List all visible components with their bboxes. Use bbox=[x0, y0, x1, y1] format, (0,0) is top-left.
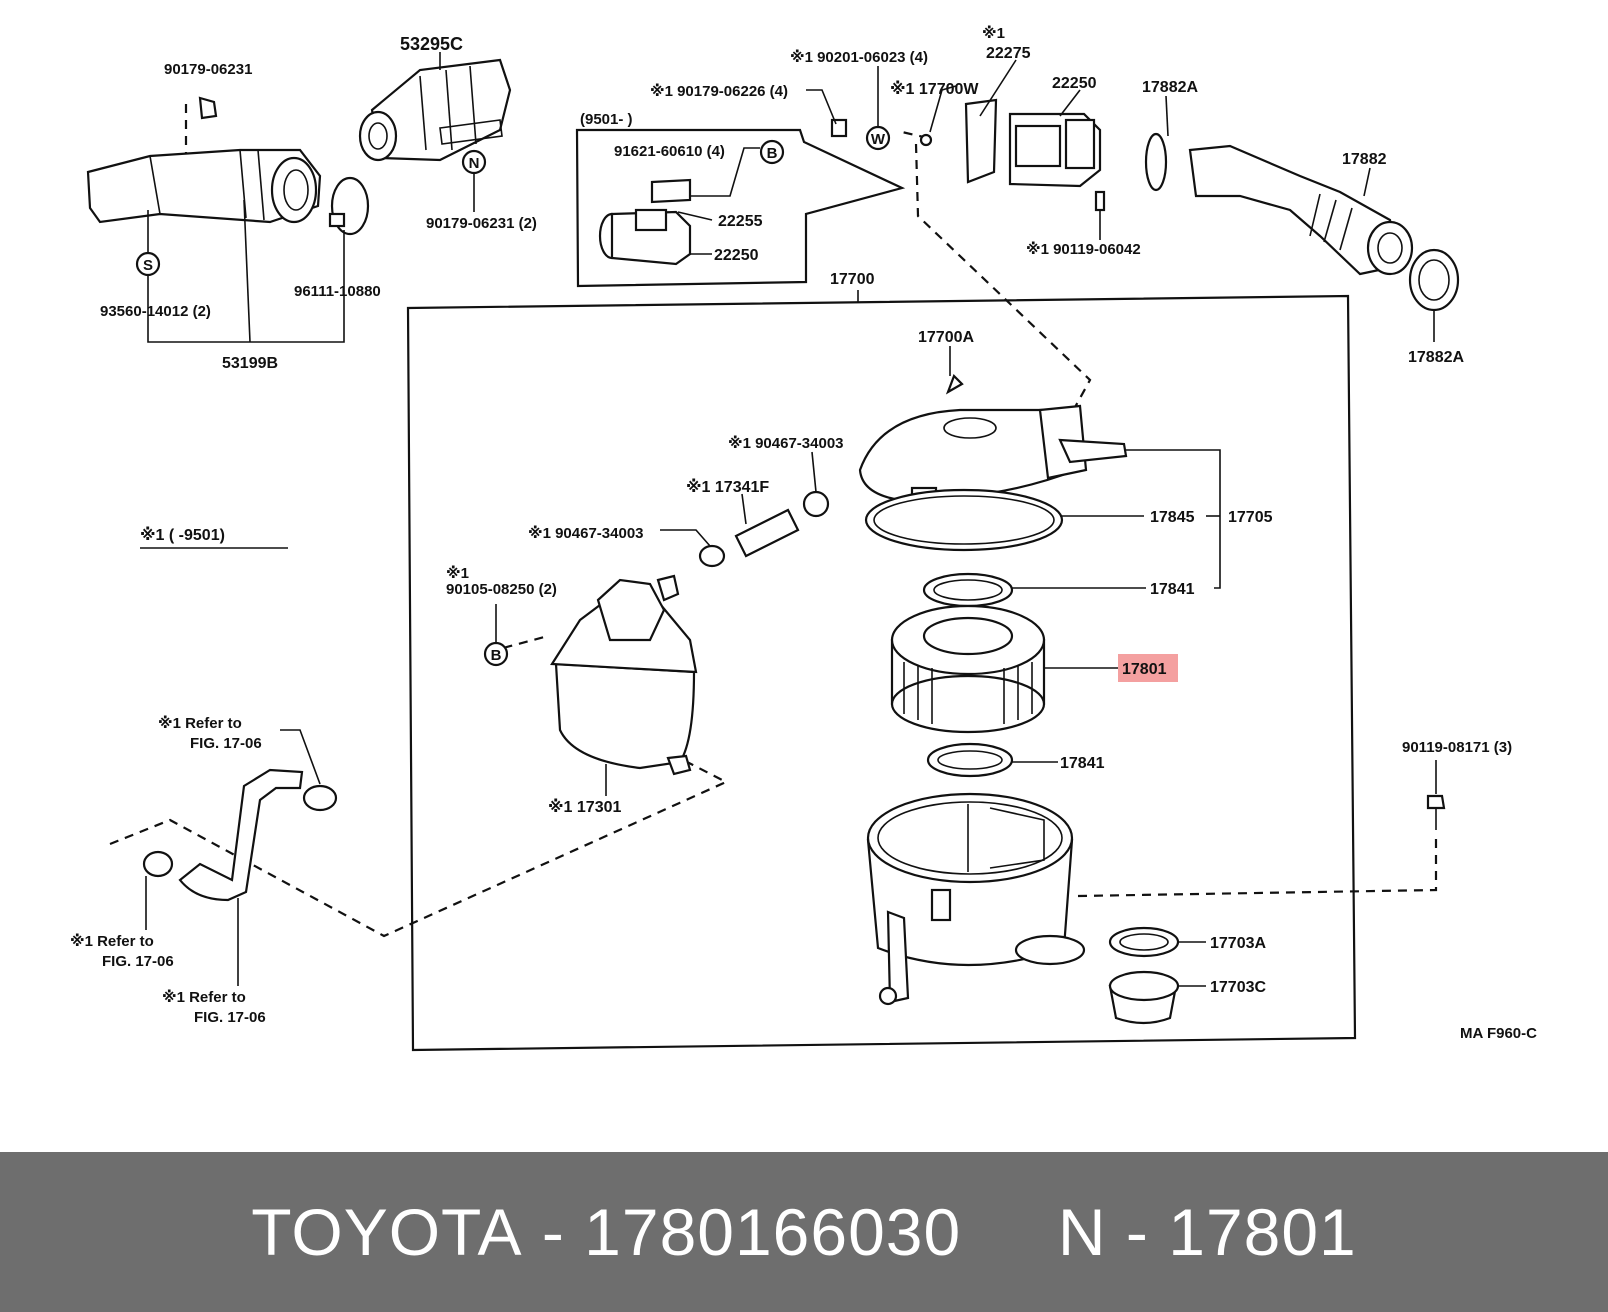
label-17841-upper: 17841 bbox=[1150, 581, 1195, 598]
label-refer3-line2: FIG. 17-06 bbox=[194, 1009, 266, 1026]
label-17700: 17700 bbox=[830, 271, 875, 288]
tank-17301 bbox=[550, 574, 698, 776]
air-filter-element-17801 bbox=[890, 604, 1046, 734]
label-22250-inset: 22250 bbox=[714, 247, 759, 264]
label-53295c: 53295C bbox=[400, 34, 463, 54]
air-cleaner-cap bbox=[858, 374, 1128, 552]
label-refer2-line1: ※1 Refer to bbox=[70, 932, 154, 950]
label-17845: 17845 bbox=[1150, 509, 1195, 526]
label-90179-06231-2: 90179-06231 (2) bbox=[426, 215, 537, 232]
part-labels: 53295C 90179-06231 90179-06231 (2) 96111… bbox=[70, 24, 1537, 1042]
label-17705: 17705 bbox=[1228, 509, 1273, 526]
label-9501-range: (9501- ) bbox=[580, 111, 633, 128]
footer-part-number: 1780166030 bbox=[584, 1195, 962, 1269]
label-90201-06023: ※1 90201-06023 (4) bbox=[790, 48, 928, 66]
label-17703c: 17703C bbox=[1210, 979, 1266, 996]
label-90179-06231-top: 90179-06231 bbox=[164, 61, 252, 78]
resonator-53295c bbox=[358, 58, 512, 162]
gasket-17841-lower bbox=[926, 742, 1014, 778]
footer-bar: TOYOTA - 1780166030 N - 17801 bbox=[0, 1152, 1608, 1312]
label-17301: ※1 17301 bbox=[548, 798, 621, 816]
label-refer1-line1: ※1 Refer to bbox=[158, 714, 242, 732]
seal-17703c bbox=[1108, 970, 1180, 1025]
hose-lower-left bbox=[142, 768, 338, 902]
airflow-meter-top bbox=[830, 98, 1106, 212]
label-91621-60610: 91621-60610 (4) bbox=[614, 143, 725, 160]
label-90105-mark: ※1 bbox=[446, 564, 469, 582]
leader-lines bbox=[145, 52, 1437, 987]
label-17341f: ※1 17341F bbox=[686, 478, 769, 496]
label-22250-top: 22250 bbox=[1052, 75, 1097, 92]
label-refer2-line2: FIG. 17-06 bbox=[102, 953, 174, 970]
label-90119-06042: ※1 90119-06042 bbox=[1026, 240, 1141, 258]
marker-b-inset-label: B bbox=[767, 145, 778, 162]
label-17882a-bottom: 17882A bbox=[1408, 349, 1464, 366]
label-figure-code: MA F960-C bbox=[1460, 1025, 1537, 1042]
label-93560-14012: 93560-14012 (2) bbox=[100, 303, 211, 320]
gasket-17841-upper bbox=[922, 572, 1014, 608]
label-96111-10880: 96111-10880 bbox=[294, 283, 381, 300]
label-22255: 22255 bbox=[718, 213, 763, 230]
label-17841-lower: 17841 bbox=[1060, 755, 1105, 772]
marker-n-label: N bbox=[469, 155, 480, 172]
label-note-9501: ※1 ( -9501) bbox=[140, 526, 225, 544]
airflow-meter-inset bbox=[598, 178, 713, 266]
hose-17882 bbox=[1144, 132, 1460, 312]
marker-w-label: W bbox=[871, 131, 886, 148]
intake-duct-53199b bbox=[86, 96, 370, 236]
label-90467-34003-a: ※1 90467-34003 bbox=[728, 434, 844, 452]
highlight-17801 bbox=[1118, 654, 1178, 682]
marker-s-label: S bbox=[143, 257, 153, 274]
label-53199b: 53199B bbox=[222, 355, 278, 372]
marker-b-tank: B bbox=[483, 641, 509, 667]
footer-ref-number: 17801 bbox=[1168, 1195, 1357, 1269]
label-17801: 17801 bbox=[1122, 661, 1167, 678]
footer-separator-2: - bbox=[1106, 1195, 1169, 1269]
marker-b-tank-label: B bbox=[491, 647, 502, 664]
label-17882: 17882 bbox=[1342, 151, 1387, 168]
inset-box-9501 bbox=[575, 128, 906, 288]
label-17703a: 17703A bbox=[1210, 935, 1266, 952]
bolt-90119-08171 bbox=[1426, 794, 1446, 830]
label-17700a: 17700A bbox=[918, 329, 974, 346]
label-22275-mark: ※1 bbox=[982, 24, 1005, 42]
footer-brand: TOYOTA bbox=[251, 1195, 523, 1269]
marker-s: S bbox=[135, 251, 161, 277]
assembly-17700-box bbox=[406, 290, 1357, 1052]
hose-17341f bbox=[698, 490, 830, 568]
label-17700w: ※1 17700W bbox=[890, 80, 979, 98]
label-refer1-line2: FIG. 17-06 bbox=[190, 735, 262, 752]
label-90179-06226: ※1 90179-06226 (4) bbox=[650, 82, 788, 100]
parts-diagram: S N W B B bbox=[70, 24, 1537, 1052]
air-cleaner-case bbox=[866, 792, 1086, 1006]
footer-ref-prefix: N bbox=[1057, 1195, 1107, 1269]
label-refer3-line1: ※1 Refer to bbox=[162, 988, 246, 1006]
label-90119-08171: 90119-08171 (3) bbox=[1402, 739, 1512, 756]
footer-gap bbox=[961, 1194, 1058, 1270]
label-90105-08250: 90105-08250 (2) bbox=[446, 581, 557, 598]
footer-separator-1: - bbox=[522, 1195, 585, 1269]
marker-n: N bbox=[461, 149, 487, 175]
marker-b-inset: B bbox=[759, 139, 785, 165]
label-22275: 22275 bbox=[986, 45, 1031, 62]
marker-w: W bbox=[865, 125, 891, 151]
label-90467-34003-b: ※1 90467-34003 bbox=[528, 524, 644, 542]
seal-17703a bbox=[1108, 926, 1180, 958]
label-17882a-top: 17882A bbox=[1142, 79, 1198, 96]
